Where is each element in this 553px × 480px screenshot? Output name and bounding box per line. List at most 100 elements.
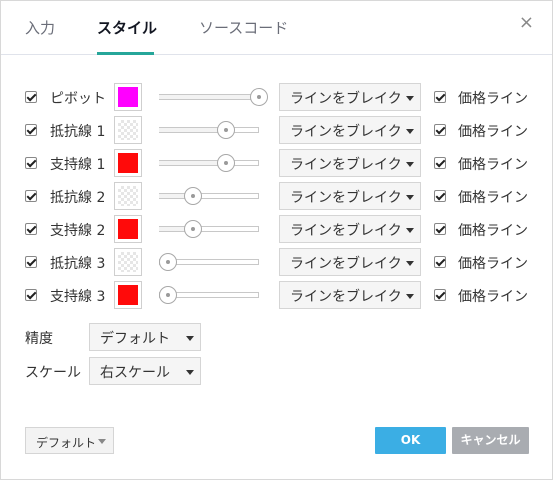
caret-down-icon — [406, 195, 414, 200]
slider-handle[interactable] — [217, 121, 235, 139]
slider-handle[interactable] — [217, 154, 235, 172]
caret-down-icon — [406, 162, 414, 167]
line-style-select[interactable]: ラインをブレイク — [279, 248, 421, 276]
color-swatch[interactable] — [114, 116, 142, 144]
row-label: 抵抗線 1 — [50, 124, 106, 140]
caret-down-icon — [186, 336, 194, 341]
row-label: 支持線 3 — [50, 289, 106, 305]
style-row: 抵抗線 2 ラインをブレイク 価格ライン — [1, 182, 552, 210]
color-swatch[interactable] — [114, 248, 142, 276]
row-label: 抵抗線 3 — [50, 256, 106, 272]
style-row: 抵抗線 3 ラインをブレイク 価格ライン — [1, 248, 552, 276]
visibility-checkbox[interactable] — [25, 256, 37, 268]
visibility-checkbox[interactable] — [25, 223, 37, 235]
line-style-select[interactable]: ラインをブレイク — [279, 281, 421, 309]
slider-fill — [159, 160, 226, 166]
scale-select-value: 右スケール — [100, 365, 170, 381]
caret-down-icon — [186, 370, 194, 375]
slider-handle[interactable] — [159, 286, 177, 304]
visibility-checkbox[interactable] — [25, 157, 37, 169]
row-label: 支持線 1 — [50, 157, 106, 173]
line-style-value: ラインをブレイク — [290, 124, 402, 140]
caret-down-icon — [406, 261, 414, 266]
price-line-label: 価格ライン — [458, 190, 528, 206]
line-style-value: ラインをブレイク — [290, 190, 402, 206]
caret-down-icon — [406, 228, 414, 233]
opacity-slider[interactable] — [159, 88, 268, 106]
tab-style[interactable]: スタイル — [97, 19, 158, 37]
line-style-value: ラインをブレイク — [290, 91, 402, 107]
close-icon[interactable]: × — [518, 12, 534, 33]
price-line-checkbox[interactable] — [434, 223, 446, 235]
defaults-dropdown-button[interactable]: デフォルト — [25, 427, 114, 454]
caret-down-icon — [406, 96, 414, 101]
price-line-checkbox[interactable] — [434, 157, 446, 169]
precision-label: 精度 — [25, 331, 53, 347]
style-row: 支持線 2 ラインをブレイク 価格ライン — [1, 215, 552, 243]
visibility-checkbox[interactable] — [25, 91, 37, 103]
scale-select[interactable]: 右スケール — [89, 357, 201, 385]
color-swatch[interactable] — [114, 83, 142, 111]
slider-handle[interactable] — [184, 187, 202, 205]
transparent-swatch-fill — [118, 120, 138, 140]
price-line-label: 価格ライン — [458, 157, 528, 173]
slider-fill — [159, 226, 193, 232]
opacity-slider[interactable] — [159, 154, 259, 172]
visibility-checkbox[interactable] — [25, 190, 37, 202]
line-style-select[interactable]: ラインをブレイク — [279, 149, 421, 177]
line-style-select[interactable]: ラインをブレイク — [279, 182, 421, 210]
ok-button[interactable]: OK — [375, 427, 446, 454]
precision-select[interactable]: デフォルト — [89, 323, 201, 351]
price-line-checkbox[interactable] — [434, 91, 446, 103]
style-row: 支持線 3 ラインをブレイク 価格ライン — [1, 281, 552, 309]
price-line-checkbox[interactable] — [434, 289, 446, 301]
slider-handle[interactable] — [184, 220, 202, 238]
line-style-value: ラインをブレイク — [290, 289, 402, 305]
row-label: 支持線 2 — [50, 223, 106, 239]
slider-handle[interactable] — [159, 253, 177, 271]
line-style-value: ラインをブレイク — [290, 157, 402, 173]
opacity-slider[interactable] — [159, 121, 259, 139]
row-label: 抵抗線 2 — [50, 190, 106, 206]
tab-source-code[interactable]: ソースコード — [199, 19, 289, 37]
price-line-label: 価格ライン — [458, 124, 528, 140]
color-swatch[interactable] — [114, 182, 142, 210]
swatch-fill — [118, 219, 138, 239]
line-style-select[interactable]: ラインをブレイク — [279, 116, 421, 144]
row-label: ピボット — [50, 91, 106, 107]
line-style-value: ラインをブレイク — [290, 223, 402, 239]
active-tab-indicator — [97, 52, 154, 55]
slider-fill — [159, 193, 193, 199]
price-line-checkbox[interactable] — [434, 124, 446, 136]
tab-input[interactable]: 入力 — [25, 19, 56, 37]
transparent-swatch-fill — [118, 252, 138, 272]
line-style-select[interactable]: ラインをブレイク — [279, 215, 421, 243]
style-row: ピボットラインをブレイク価格ライン — [1, 83, 552, 111]
transparent-swatch-fill — [118, 186, 138, 206]
cancel-button[interactable]: キャンセル — [452, 427, 529, 454]
scale-label: スケール — [25, 365, 81, 381]
style-row: 支持線 1 ラインをブレイク 価格ライン — [1, 149, 552, 177]
caret-down-icon — [406, 129, 414, 134]
price-line-checkbox[interactable] — [434, 190, 446, 202]
opacity-slider[interactable] — [159, 253, 259, 271]
tab-bar: 入力 スタイル ソースコード × — [1, 1, 552, 55]
line-style-select[interactable]: ラインをブレイク — [279, 83, 421, 111]
color-swatch[interactable] — [114, 215, 142, 243]
price-line-label: 価格ライン — [458, 256, 528, 272]
swatch-fill — [118, 153, 138, 173]
visibility-checkbox[interactable] — [25, 289, 37, 301]
opacity-slider[interactable] — [159, 187, 259, 205]
slider-fill — [159, 94, 259, 100]
color-swatch[interactable] — [114, 149, 142, 177]
slider-handle[interactable] — [250, 88, 268, 106]
color-swatch[interactable] — [114, 281, 142, 309]
price-line-label: 価格ライン — [458, 289, 528, 305]
price-line-label: 価格ライン — [458, 223, 528, 239]
opacity-slider[interactable] — [159, 286, 259, 304]
visibility-checkbox[interactable] — [25, 124, 37, 136]
defaults-label: デフォルト — [36, 436, 97, 450]
price-line-checkbox[interactable] — [434, 256, 446, 268]
opacity-slider[interactable] — [159, 220, 259, 238]
